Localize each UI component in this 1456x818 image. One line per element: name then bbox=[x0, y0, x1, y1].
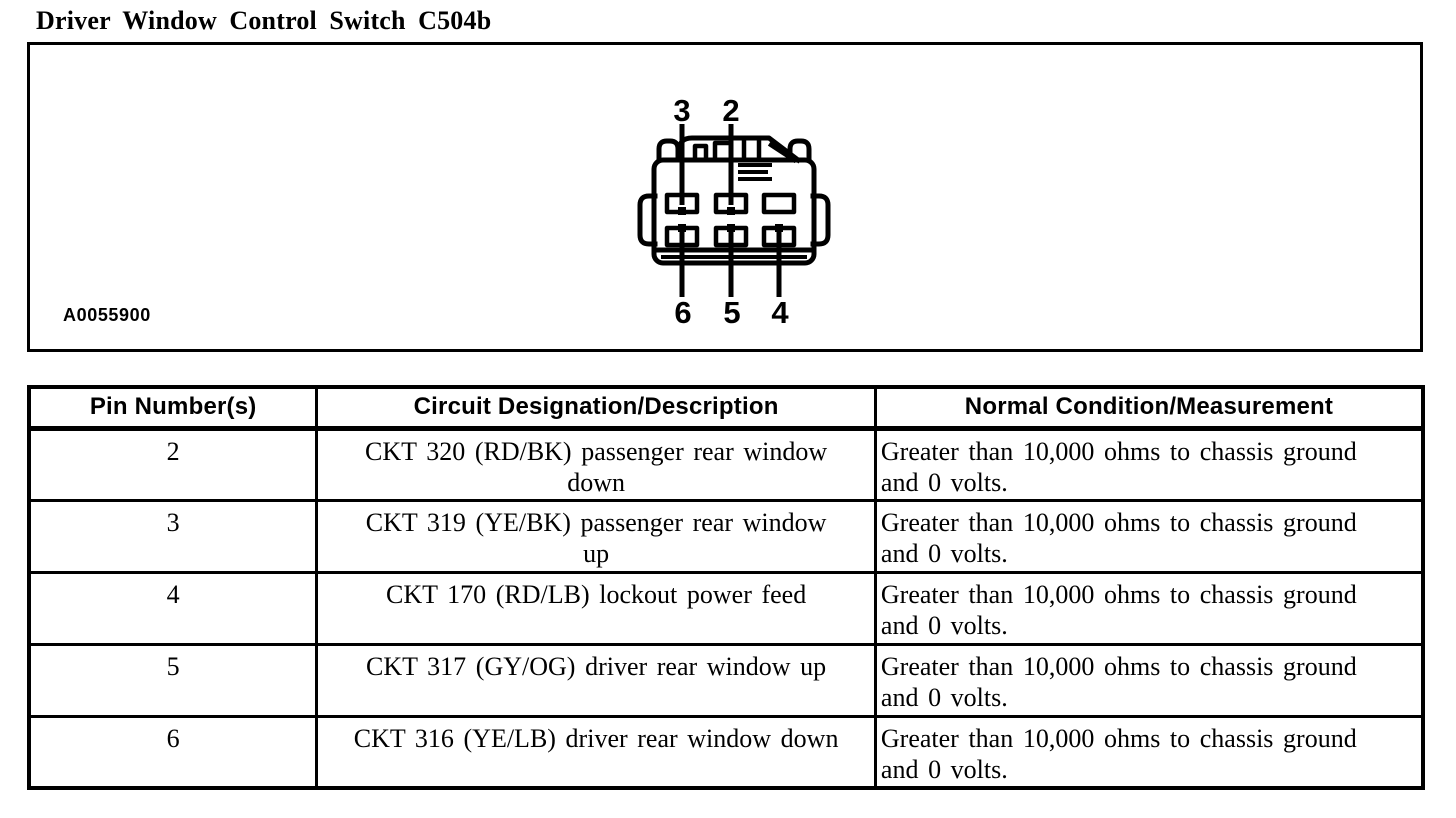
connector-figure-box: 3 2 6 5 4 A0055900 bbox=[27, 42, 1423, 352]
pin-label-3: 3 bbox=[673, 93, 690, 128]
condition-cell: Greater than 10,000 ohms to chassis grou… bbox=[873, 426, 1425, 502]
pin-label-2: 2 bbox=[722, 93, 739, 128]
condition-cell: Greater than 10,000 ohms to chassis grou… bbox=[873, 570, 1425, 646]
pin-cell: 4 bbox=[27, 570, 319, 646]
pin-cell: 6 bbox=[27, 714, 319, 790]
pin-cell: 2 bbox=[27, 426, 319, 502]
left-ear bbox=[637, 193, 658, 247]
pin-label-5: 5 bbox=[723, 295, 740, 330]
condition-cell: Greater than 10,000 ohms to chassis grou… bbox=[873, 498, 1425, 574]
pin-label-4: 4 bbox=[771, 295, 789, 330]
table-row: 5 CKT 317 (GY/OG) driver rear window up … bbox=[27, 642, 1425, 718]
pin-cell: 5 bbox=[27, 642, 319, 718]
condition-cell: Greater than 10,000 ohms to chassis grou… bbox=[873, 714, 1425, 790]
right-corner-post bbox=[787, 138, 812, 163]
connector-diagram: 3 2 6 5 4 bbox=[637, 93, 831, 330]
pinout-table: Pin Number(s) Circuit Designation/Descri… bbox=[27, 385, 1425, 790]
column-header-pin-numbers: Pin Number(s) bbox=[27, 385, 319, 431]
pin-cell: 3 bbox=[27, 498, 319, 574]
right-ear bbox=[810, 193, 831, 247]
pin-leader-lines bbox=[679, 124, 782, 297]
figure-id-label: A0055900 bbox=[63, 305, 151, 325]
cavity-pin-1 bbox=[761, 192, 797, 215]
connector-body bbox=[651, 157, 817, 266]
condition-cell: Greater than 10,000 ohms to chassis grou… bbox=[873, 642, 1425, 718]
circuit-cell: CKT 170 (RD/LB) lockout power feed bbox=[315, 570, 877, 646]
header-row: Pin Number(s) Circuit Designation/Descri… bbox=[27, 385, 1425, 431]
column-header-circuit-designation: Circuit Designation/Description bbox=[315, 385, 877, 431]
circuit-cell: CKT 317 (GY/OG) driver rear window up bbox=[315, 642, 877, 718]
page-title: Driver Window Control Switch C504b bbox=[36, 6, 492, 35]
left-corner-post bbox=[656, 138, 681, 163]
cavity-notches bbox=[678, 207, 783, 232]
connector-housing bbox=[637, 135, 831, 266]
pin-label-6: 6 bbox=[674, 295, 691, 330]
table-row: 4 CKT 170 (RD/LB) lockout power feed Gre… bbox=[27, 570, 1425, 646]
column-header-normal-condition: Normal Condition/Measurement bbox=[873, 385, 1425, 431]
table-row: 6 CKT 316 (YE/LB) driver rear window dow… bbox=[27, 714, 1425, 790]
circuit-cell: CKT 316 (YE/LB) driver rear window down bbox=[315, 714, 877, 790]
